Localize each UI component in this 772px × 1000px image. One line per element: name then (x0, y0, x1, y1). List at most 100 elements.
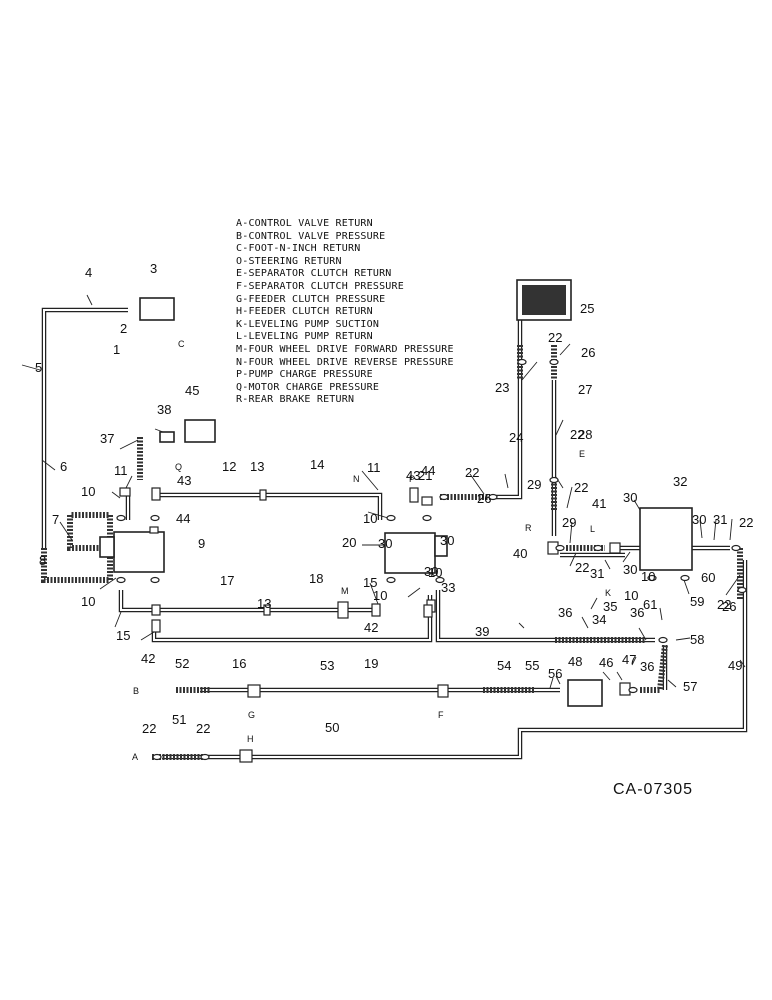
line-end-letter: F (438, 710, 444, 720)
leader-lines (21, 294, 746, 689)
callout-number: 11 (114, 463, 128, 478)
valve-3 (139, 297, 175, 321)
leader-line (699, 519, 703, 539)
leader-line (581, 616, 589, 629)
callout-number: 28 (578, 427, 592, 442)
callout-number: 48 (568, 654, 582, 669)
leader-line (604, 559, 611, 570)
callout-number: 17 (220, 573, 234, 588)
legend-item: O-STEERING RETURN (236, 255, 342, 267)
callout-number: 27 (578, 382, 592, 397)
callout-number: 40 (513, 546, 527, 561)
drive-valve-block (384, 532, 436, 574)
metal-tube (118, 590, 168, 613)
callout-number: 42 (141, 651, 155, 666)
leader-line (739, 659, 746, 668)
legend-item: C-FOOT-N-INCH RETURN (236, 243, 361, 255)
fitting (609, 542, 621, 554)
metal-tube (435, 590, 655, 643)
callout-number: 30 (424, 564, 438, 579)
callout-number: 30 (378, 536, 392, 551)
leader-line (555, 419, 564, 436)
line-end-letter: C (178, 339, 185, 349)
o-ring (116, 514, 126, 522)
leader-line (99, 577, 117, 590)
callout-number: 30 (440, 533, 454, 548)
leader-line (566, 486, 573, 509)
o-ring (628, 686, 638, 694)
callout-number: 31 (590, 566, 604, 581)
leader-line (675, 637, 691, 641)
o-ring (488, 493, 498, 501)
leader-line (569, 552, 577, 567)
callout-number: 29 (562, 515, 576, 530)
callout-number: 44 (176, 511, 190, 526)
o-ring (549, 358, 559, 366)
leader-line (86, 294, 93, 306)
leader-line (367, 511, 389, 519)
callout-number: 16 (232, 656, 246, 671)
legend-item: A-CONTROL VALVE RETURN (236, 218, 373, 229)
line-end-letter: R (525, 523, 532, 533)
fitting-38 (159, 431, 175, 443)
legend-item: P-PUMP CHARGE PRESSURE (236, 369, 373, 381)
o-ring (731, 544, 741, 552)
line-end-letter: E (579, 449, 585, 459)
line-end-letter: N (353, 474, 360, 484)
valve-end-cap (99, 536, 115, 558)
callout-number: 15 (116, 628, 130, 643)
callout-number: 18 (309, 571, 323, 586)
line-end-letter: A (132, 752, 138, 762)
fitting (421, 496, 433, 506)
callout-number: 19 (364, 656, 378, 671)
callout-number: 10 (81, 594, 95, 609)
fitting (337, 601, 349, 619)
leader-line (622, 551, 631, 563)
callout-number: 50 (325, 720, 339, 735)
callout-number: 30 (623, 562, 637, 577)
metal-tube-bore (153, 595, 431, 641)
line-end-letter: M (341, 586, 349, 596)
fitting (263, 604, 271, 616)
callout-number: 54 (497, 658, 511, 673)
callout-number: 10 (624, 588, 638, 603)
callout-number: 38 (157, 402, 171, 417)
leader-line (111, 491, 121, 499)
metal-tube-bore (437, 590, 655, 641)
line-end-letter: G (248, 710, 255, 720)
leader-line (549, 677, 554, 689)
callout-number: 21 (418, 468, 432, 483)
callout-number: 9 (198, 536, 205, 551)
leader-line (638, 627, 647, 641)
callout-number: 30 (623, 490, 637, 505)
leader-line (590, 597, 598, 610)
callout-number: 11 (367, 460, 381, 475)
fitting (437, 684, 449, 698)
callout-number: 49 (728, 658, 742, 673)
legend-item: B-CONTROL VALVE PRESSURE (236, 230, 386, 242)
callout-number: 22 (739, 515, 753, 530)
callout-number: 36 (640, 659, 654, 674)
o-ring (116, 576, 126, 584)
o-ring (386, 576, 396, 584)
fitting (247, 684, 261, 698)
legend-item: M-FOUR WHEEL DRIVE FORWARD PRESSURE (236, 343, 454, 355)
fitting (409, 487, 419, 503)
callout-number: 1 (113, 342, 120, 357)
fitting (151, 619, 161, 633)
callout-number: 47 (622, 652, 636, 667)
callout-number: 36 (558, 605, 572, 620)
callout-number: 2 (120, 321, 127, 336)
callout-number: 43 (406, 468, 420, 483)
fitting (259, 489, 267, 501)
callout-number: 31 (713, 512, 727, 527)
legend-item: L-LEVELING PUMP RETURN (236, 331, 373, 343)
leader-line (59, 521, 73, 541)
callout-number: 26 (477, 491, 491, 506)
leader-line (407, 587, 421, 598)
o-ring (422, 514, 432, 522)
leader-line (667, 679, 677, 688)
fitting (149, 526, 159, 534)
